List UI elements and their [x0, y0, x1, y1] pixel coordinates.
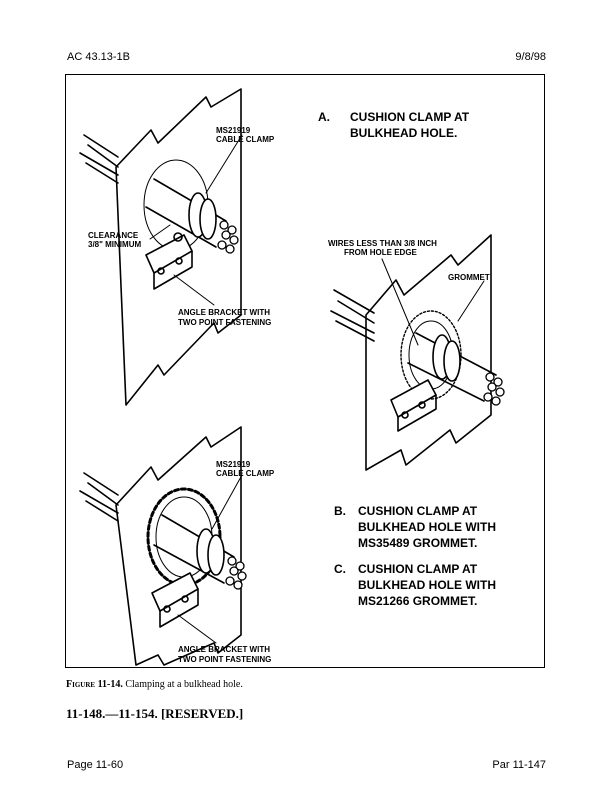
- illustration-c: [79, 426, 247, 666]
- callout-b-line2: BULKHEAD HOLE WITH: [358, 520, 496, 534]
- label-clamp-top-2: CABLE CLAMP: [216, 135, 275, 144]
- callout-a-line2: BULKHEAD HOLE.: [350, 126, 457, 140]
- callout-b-letter: B.: [334, 504, 346, 518]
- callout-b-line3: MS35489 GROMMET.: [358, 536, 477, 550]
- label-bracket-top-2: TWO POINT FASTENING: [178, 318, 271, 327]
- figure-frame: A. CUSHION CLAMP AT BULKHEAD HOLE. MS219…: [65, 74, 545, 668]
- callout-a-letter: A.: [318, 110, 330, 124]
- figure-caption: Figure 11-14. Clamping at a bulkhead hol…: [66, 679, 243, 690]
- callout-b-line1: CUSHION CLAMP AT: [358, 504, 478, 518]
- footer-page: Page 11-60: [67, 759, 124, 771]
- label-bracket-top-1: ANGLE BRACKET WITH: [178, 308, 270, 317]
- figure-illustration: A. CUSHION CLAMP AT BULKHEAD HOLE. MS219…: [79, 88, 505, 666]
- label-wires-1: WIRES LESS THAN 3/8 INCH: [328, 239, 437, 248]
- label-wires-2: FROM HOLE EDGE: [344, 248, 418, 257]
- illustration-a: [79, 88, 243, 406]
- label-bracket-bot-2: TWO POINT FASTENING: [178, 655, 271, 664]
- callout-c-line3: MS21266 GROMMET.: [358, 594, 477, 608]
- figure-label-word: Figure: [66, 679, 96, 690]
- section-reserved: 11-148.—11-154. [RESERVED.]: [66, 706, 244, 721]
- callout-c-line2: BULKHEAD HOLE WITH: [358, 578, 496, 592]
- label-clamp-top-1: MS21919: [216, 126, 251, 135]
- callout-a-line1: CUSHION CLAMP AT: [350, 110, 470, 124]
- header-doc-id: AC 43.13-1B: [67, 51, 130, 63]
- label-clamp-bot-2: CABLE CLAMP: [216, 469, 275, 478]
- label-clearance-2: 3/8" MINIMUM: [88, 240, 141, 249]
- footer-par: Par 11-147: [492, 759, 546, 771]
- callout-c-letter: C.: [334, 562, 346, 576]
- illustration-b: [330, 234, 505, 471]
- callout-c-line1: CUSHION CLAMP AT: [358, 562, 478, 576]
- label-bracket-bot-1: ANGLE BRACKET WITH: [178, 645, 270, 654]
- figure-caption-text: Clamping at a bulkhead hole.: [125, 679, 243, 690]
- label-clearance-1: CLEARANCE: [88, 231, 139, 240]
- label-clamp-bot-1: MS21919: [216, 460, 251, 469]
- header-date: 9/8/98: [515, 51, 546, 63]
- figure-label-num: 11-14.: [97, 679, 123, 690]
- label-grommet: GROMMET: [448, 273, 490, 282]
